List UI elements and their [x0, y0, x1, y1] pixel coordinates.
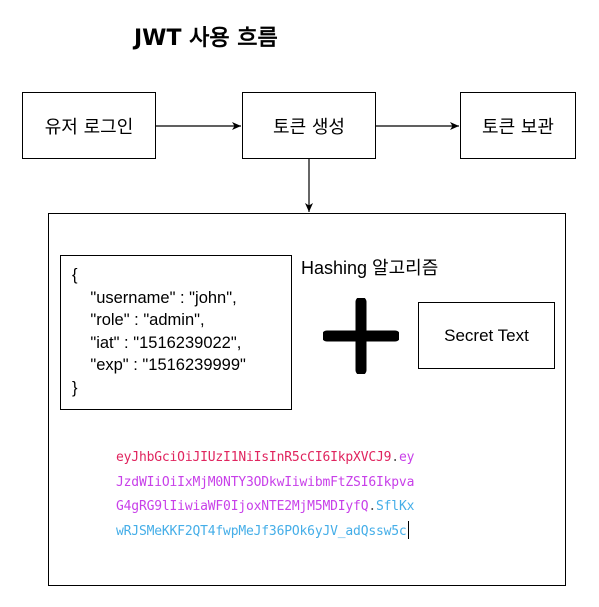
payload-line: "exp" : "1516239999"	[72, 356, 246, 374]
text-cursor	[407, 520, 409, 539]
token-dot-segment: .	[391, 450, 399, 465]
token-line: wRJSMeKKF2QT4fwpMeJf36POk6yJV_adQssw5c	[116, 520, 414, 545]
payload-line: {	[72, 266, 78, 284]
payload-line: "role" : "admin",	[72, 311, 205, 329]
user-login-box: 유저 로그인	[22, 92, 156, 159]
page-title: JWT 사용 흐름	[134, 26, 278, 51]
token-payload-segment: G4gRG9lIiwiaWF0IjoxNTE2MjM5MDIyfQ	[116, 499, 369, 514]
token-generate-box: 토큰 생성	[242, 92, 376, 159]
token-signature-segment: SflKx	[376, 499, 415, 514]
token-header-segment: eyJhbGciOiJIUzI1NiIsInR5cCI6IkpXVCJ9	[116, 450, 392, 465]
token-payload-segment: JzdWIiOiIxMjM0NTY3ODkwIiwibmFtZSI6Ikpva	[116, 474, 415, 490]
token-line: eyJhbGciOiJIUzI1NiIsInR5cCI6IkpXVCJ9.ey	[116, 446, 414, 471]
secret-text-label: Secret Text	[444, 325, 529, 345]
secret-text-box: Secret Text	[418, 302, 555, 369]
plus-icon	[323, 298, 399, 374]
payload-line: }	[72, 378, 78, 397]
user-login-label: 유저 로그인	[44, 116, 134, 138]
payload-line: "iat" : "1516239022",	[72, 333, 242, 352]
token-line: G4gRG9lIiwiaWF0IjoxNTE2MjM5MDIyfQ.SflKx	[116, 495, 414, 520]
token-dot-segment: .	[368, 499, 376, 514]
token-signature-segment: wRJSMeKKF2QT4fwpMeJf36POk6yJV_adQssw5c	[116, 523, 407, 539]
token-line: JzdWIiOiIxMjM0NTY3ODkwIiwibmFtZSI6Ikpva	[116, 471, 414, 496]
payload-box: { "username" : "john", "role" : "admin",…	[60, 255, 292, 410]
token-detail-container	[48, 213, 566, 586]
token-generate-label: 토큰 생성	[273, 116, 345, 138]
token-store-label: 토큰 보관	[482, 116, 554, 138]
token-store-box: 토큰 보관	[460, 92, 576, 159]
payload-line: "username" : "john",	[72, 288, 237, 307]
token-payload-segment: ey	[398, 450, 415, 465]
hashing-label: Hashing 알고리즘	[301, 258, 439, 278]
